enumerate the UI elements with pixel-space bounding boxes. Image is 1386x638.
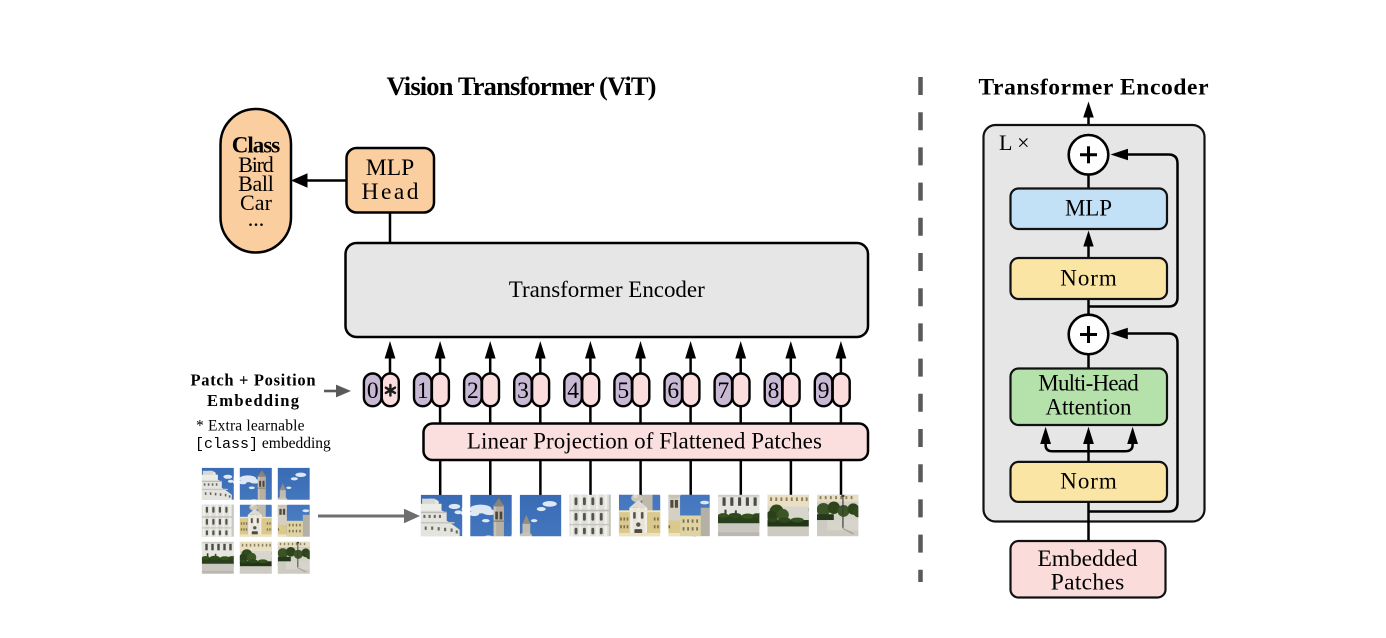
- svg-text:Head: Head: [362, 179, 419, 205]
- svg-text:1: 1: [417, 378, 429, 404]
- svg-text:4: 4: [567, 378, 579, 404]
- svg-text:2: 2: [467, 378, 479, 404]
- svg-text:...: ...: [248, 206, 265, 231]
- svg-text:MLP: MLP: [366, 155, 415, 181]
- svg-text:L ×: L ×: [999, 130, 1030, 155]
- svg-text:Norm: Norm: [1060, 468, 1117, 493]
- svg-text:9: 9: [818, 378, 830, 404]
- svg-text:Transformer Encoder: Transformer Encoder: [509, 277, 705, 302]
- svg-text:8: 8: [768, 378, 780, 404]
- svg-text:0: 0: [367, 378, 379, 404]
- svg-text:* Extra learnable: * Extra learnable: [196, 418, 305, 435]
- svg-text:Embedded: Embedded: [1038, 546, 1138, 572]
- svg-text:Linear Projection of Flattened: Linear Projection of Flattened Patches: [467, 429, 822, 454]
- svg-text:Transformer Encoder: Transformer Encoder: [979, 75, 1209, 101]
- svg-text:Multi-Head: Multi-Head: [1038, 370, 1139, 395]
- svg-text:Class: Class: [232, 133, 281, 158]
- svg-text:Car: Car: [240, 190, 273, 215]
- svg-text:Patches: Patches: [1051, 570, 1125, 596]
- svg-text:Embedding: Embedding: [207, 391, 300, 410]
- svg-text:Bird: Bird: [238, 152, 273, 177]
- svg-text:3: 3: [517, 378, 529, 404]
- svg-text:5: 5: [617, 378, 629, 404]
- svg-text:[class] embedding: [class] embedding: [195, 435, 331, 453]
- svg-text:Attention: Attention: [1046, 394, 1133, 419]
- svg-text:7: 7: [718, 378, 730, 404]
- svg-text:Vision Transformer (ViT): Vision Transformer (ViT): [387, 71, 657, 101]
- svg-text:6: 6: [667, 378, 679, 404]
- svg-text:Norm: Norm: [1060, 266, 1117, 291]
- svg-text:Patch + Position: Patch + Position: [191, 371, 316, 390]
- svg-text:Ball: Ball: [238, 171, 274, 196]
- svg-text:MLP: MLP: [1065, 196, 1112, 221]
